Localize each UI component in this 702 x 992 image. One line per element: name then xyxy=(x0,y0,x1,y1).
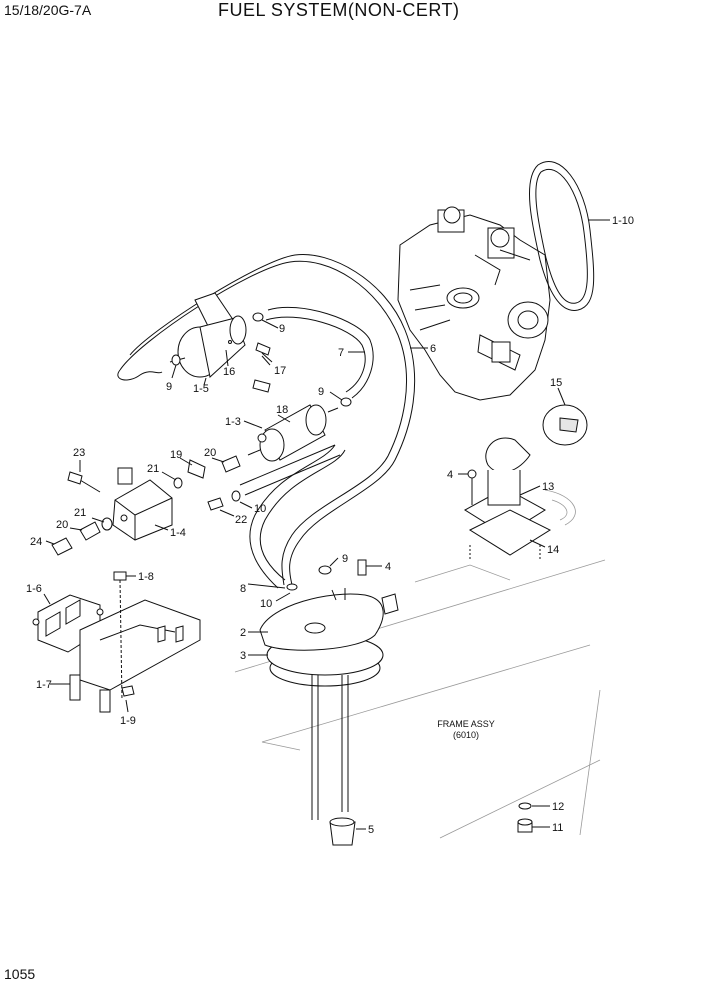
callout-1-9: 1-9 xyxy=(120,715,136,727)
callout-9-c: 9 xyxy=(318,386,324,398)
callout-1-3: 1-3 xyxy=(225,416,241,428)
engine-block xyxy=(397,206,551,401)
callout-18: 18 xyxy=(276,404,288,416)
callout-labels: 1-10 6 7 9 9 9 9 16 1-5 17 1-3 18 15 4 1… xyxy=(26,215,634,836)
page-number: 1055 xyxy=(4,966,36,982)
callout-7: 7 xyxy=(338,347,344,359)
callout-19: 19 xyxy=(170,449,182,461)
callout-2: 2 xyxy=(240,627,246,639)
bracket xyxy=(69,571,201,713)
filler-neck xyxy=(464,404,588,560)
callout-12: 12 xyxy=(552,801,564,813)
fuel-line-8 xyxy=(239,444,346,589)
fuel-regulator xyxy=(169,292,247,378)
page-title: FUEL SYSTEM(NON-CERT) xyxy=(218,0,460,20)
callout-17: 17 xyxy=(274,365,286,377)
drain-plug xyxy=(517,802,533,833)
leader-lines xyxy=(43,219,610,830)
callout-1-4: 1-4 xyxy=(170,527,186,539)
callout-20-a: 20 xyxy=(204,447,216,459)
callout-4-a: 4 xyxy=(447,469,453,481)
fittings xyxy=(51,312,352,591)
callout-23: 23 xyxy=(73,447,85,459)
frame-assy-label: FRAME ASSY xyxy=(437,719,495,729)
frame-assy-ref: (6010) xyxy=(453,730,479,740)
callout-9-b: 9 xyxy=(166,381,172,393)
callout-9-d: 9 xyxy=(342,553,348,565)
fuel-filter xyxy=(247,404,339,462)
callout-1-5: 1-5 xyxy=(193,383,209,395)
tank-sender xyxy=(259,559,399,846)
callout-1-10: 1-10 xyxy=(612,215,634,227)
callout-13: 13 xyxy=(542,481,554,493)
callout-21-a: 21 xyxy=(147,463,159,475)
callout-1-8: 1-8 xyxy=(138,571,154,583)
callout-15: 15 xyxy=(550,377,562,389)
callout-1-6: 1-6 xyxy=(26,583,42,595)
solenoid-valve xyxy=(112,467,173,541)
callout-8: 8 xyxy=(240,583,246,595)
callout-11: 11 xyxy=(552,822,563,834)
model-code: 15/18/20G-7A xyxy=(4,2,92,18)
callout-6: 6 xyxy=(430,343,436,355)
callout-20-b: 20 xyxy=(56,519,68,531)
fuel-line-7 xyxy=(265,306,374,399)
callout-1-7: 1-7 xyxy=(36,679,52,691)
callout-9-a: 9 xyxy=(279,323,285,335)
callout-14: 14 xyxy=(547,544,559,556)
callout-4-b: 4 xyxy=(385,561,391,573)
frame-assy-note: FRAME ASSY (6010) xyxy=(437,719,495,740)
fuel-line-6 xyxy=(117,253,416,586)
callout-10-a: 10 xyxy=(254,503,266,515)
fan-belt xyxy=(529,161,595,311)
callout-22: 22 xyxy=(235,514,247,526)
callout-3: 3 xyxy=(240,650,246,662)
callout-16: 16 xyxy=(223,366,235,378)
callout-5: 5 xyxy=(368,824,374,836)
callout-10-b: 10 xyxy=(260,598,272,610)
callout-24: 24 xyxy=(30,536,42,548)
callout-21-b: 21 xyxy=(74,507,86,519)
